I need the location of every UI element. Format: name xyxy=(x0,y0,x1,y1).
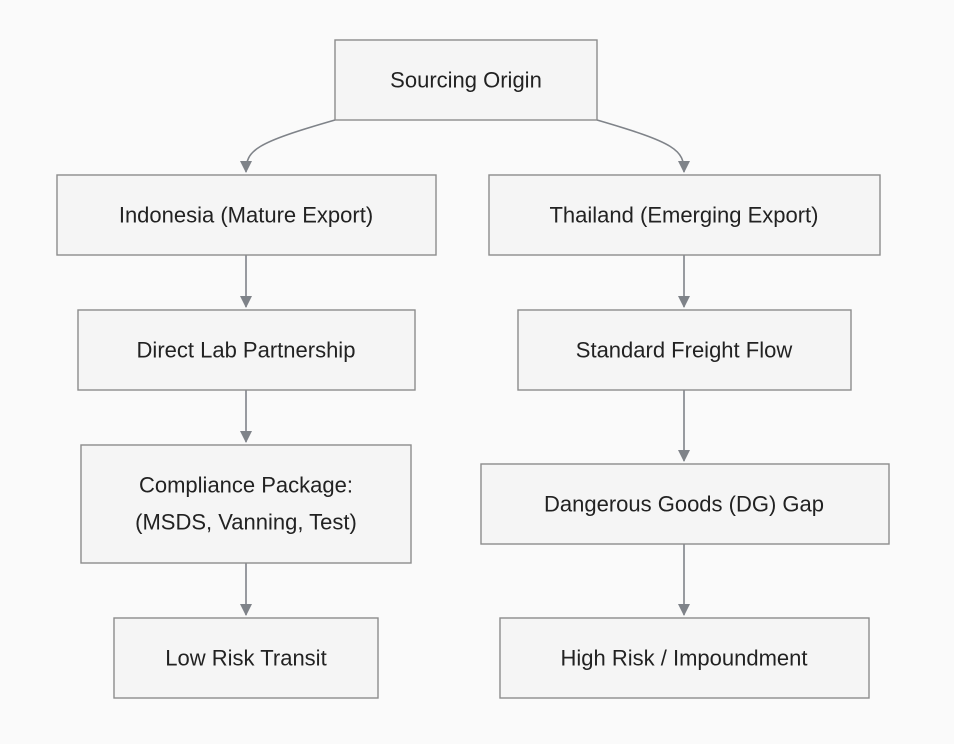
node-box xyxy=(334,39,598,121)
node-label: Low Risk Transit xyxy=(165,646,326,671)
edges xyxy=(240,119,690,616)
node-indonesia: Indonesia (Mature Export) xyxy=(56,174,437,256)
node-thailand: Thailand (Emerging Export) xyxy=(488,174,881,256)
node-box xyxy=(113,617,379,699)
node-standard-freight-flow: Standard Freight Flow xyxy=(517,309,852,391)
node-compliance-package: Compliance Package: (MSDS, Vanning, Test… xyxy=(80,444,412,564)
node-box xyxy=(488,174,881,256)
node-label: Sourcing Origin xyxy=(390,68,542,93)
node-direct-lab-partnership: Direct Lab Partnership xyxy=(77,309,416,391)
node-high-risk-impoundment: High Risk / Impoundment xyxy=(499,617,870,699)
node-label: Standard Freight Flow xyxy=(576,338,793,363)
node-box xyxy=(77,309,416,391)
node-sourcing-origin: Sourcing Origin xyxy=(334,39,598,121)
node-label-line-1: Compliance Package: xyxy=(139,473,353,498)
node-label: Indonesia (Mature Export) xyxy=(119,203,373,228)
node-dangerous-goods-gap: Dangerous Goods (DG) Gap xyxy=(480,463,890,545)
edge-root-to-indonesia xyxy=(240,119,336,173)
node-box xyxy=(80,444,412,564)
edge-root-to-thailand xyxy=(596,119,690,173)
node-label: Dangerous Goods (DG) Gap xyxy=(544,492,824,517)
node-low-risk-transit: Low Risk Transit xyxy=(113,617,379,699)
node-box xyxy=(499,617,870,699)
node-box xyxy=(56,174,437,256)
node-label: Direct Lab Partnership xyxy=(137,338,356,363)
node-label-line-2: (MSDS, Vanning, Test) xyxy=(135,510,357,535)
node-label: High Risk / Impoundment xyxy=(561,646,808,671)
node-box xyxy=(480,463,890,545)
node-label: Thailand (Emerging Export) xyxy=(549,203,818,228)
node-box xyxy=(517,309,852,391)
